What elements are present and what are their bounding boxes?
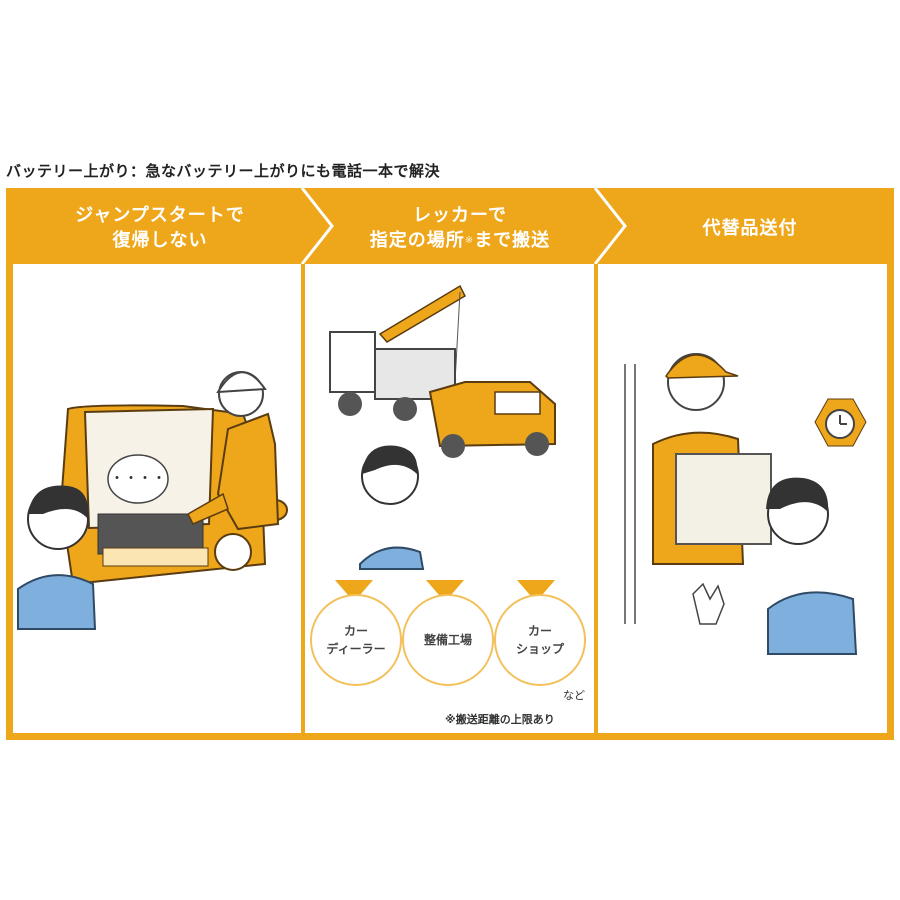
chevron-right-icon (300, 188, 334, 264)
destination-car-dealer: カーディーラー (310, 594, 402, 686)
replacement-illustration (624, 353, 867, 655)
destination-label: ディーラー (326, 642, 386, 656)
chevron-right-icon (593, 188, 627, 264)
jump-start-illustration: ・・・・ (17, 371, 288, 630)
destinations-suffix: など (563, 689, 585, 702)
stage-2-note-mark: ※ (464, 235, 475, 246)
page-caption: バッテリー上がり：急なバッテリー上がりにも電話一本で解決 (6, 162, 441, 180)
stage-2-line1: レッカーで (413, 205, 507, 226)
footnote: ※搬送距離の上限あり (445, 713, 555, 726)
stage-2-line3: まで搬送 (474, 230, 551, 251)
destination-repair-shop: 整備工場 (402, 594, 494, 686)
destination-label: 整備工場 (423, 633, 472, 647)
towing-illustration (329, 284, 556, 570)
stage-2-line2: 指定の場所 (369, 230, 465, 251)
destination-label: カー (343, 624, 368, 638)
destination-car-shop: カーショップ (494, 594, 586, 686)
stage-1-line1: ジャンプスタートで (75, 205, 245, 226)
destination-label: ショップ (515, 642, 564, 656)
stage-3-title: 代替品送付 (702, 218, 798, 239)
stage-2-title: レッカーで 指定の場所※まで搬送 (320, 203, 600, 253)
speech-bubble-text: ・・・・ (110, 471, 166, 487)
destination-label: カー (527, 624, 552, 638)
stage-1-title: ジャンプスタートで 復帰しない (10, 203, 310, 253)
stage-1-line2: 復帰しない (112, 230, 208, 251)
